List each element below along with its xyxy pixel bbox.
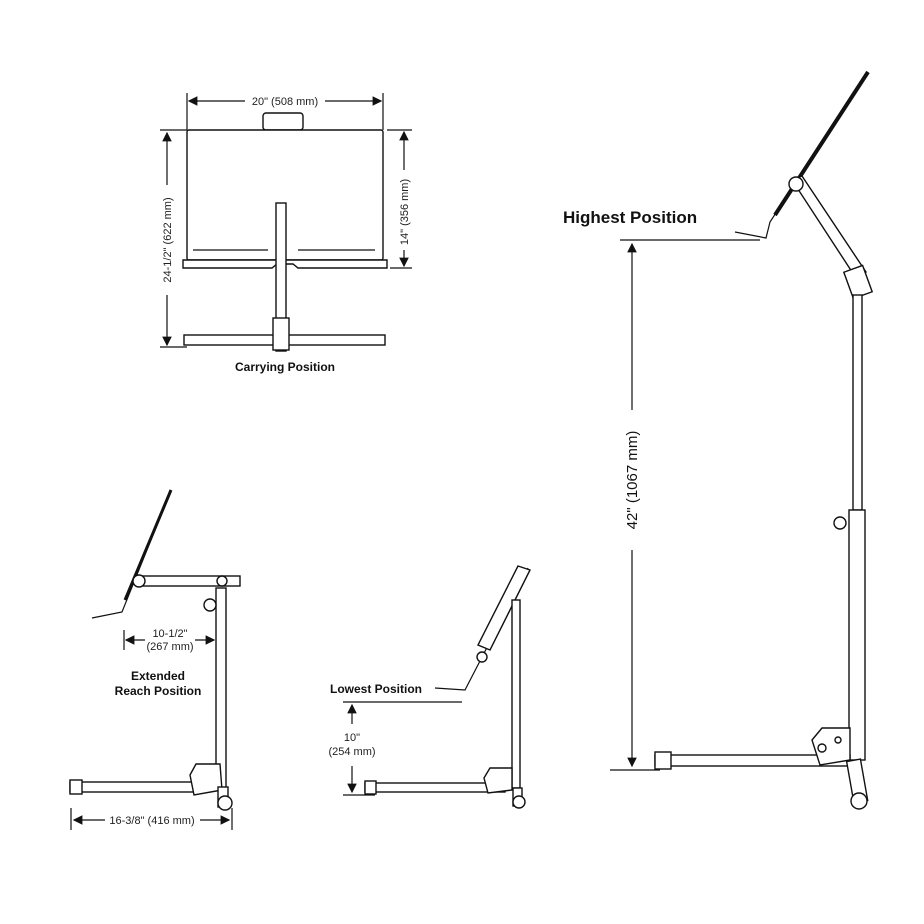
extended-label-2: Reach Position — [115, 684, 202, 698]
extended-reach-dim-2: (267 mm) — [146, 641, 193, 653]
carrying-desk-height-dim: 14" (356 mm) — [399, 179, 411, 245]
highest-position-figure: Highest Position 42" (1067 mm) — [563, 70, 874, 810]
extended-base-dim: 16-3/8" (416 mm) — [109, 815, 194, 827]
carrying-height-dim: 24-1/2" (622 mm) — [162, 197, 174, 282]
lowest-height-dim-2: (254 mm) — [328, 746, 375, 758]
extended-reach-figure: 10-1/2" (267 mm) Extended Reach Position… — [69, 489, 241, 830]
highest-position-label: Highest Position — [563, 208, 697, 227]
highest-height-dim: 42" (1067 mm) — [624, 431, 641, 530]
extended-label-1: Extended — [131, 669, 185, 683]
extended-reach-dim-1: 10-1/2" — [152, 628, 187, 640]
pole — [275, 202, 287, 352]
carrying-width-dim: 20" (508 mm) — [252, 96, 318, 108]
carrying-position-label: Carrying Position — [235, 360, 335, 374]
carrying-position-figure: 20" (508 mm) 24-1/2" (622 mm) 14" (356 m… — [160, 93, 412, 374]
lowest-height-dim-1: 10" — [344, 732, 360, 744]
lowest-position-label: Lowest Position — [330, 682, 422, 696]
lowest-position-figure: Lowest Position 10" (254 mm) — [328, 565, 531, 809]
handle — [262, 112, 304, 131]
